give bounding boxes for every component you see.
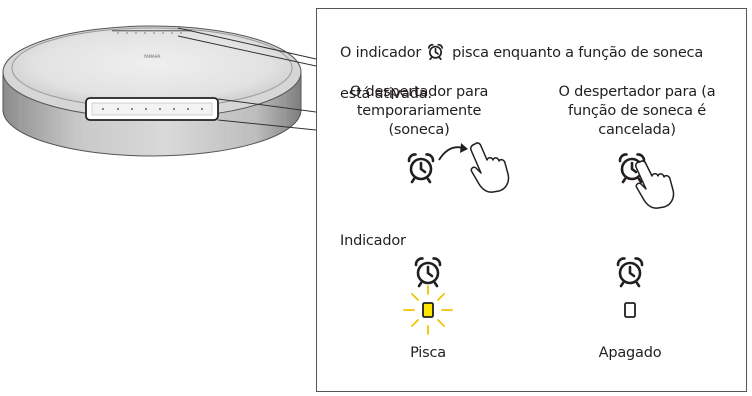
indicator-off-icon — [624, 302, 636, 318]
intro-after-icon: pisca enquanto a função de soneca — [452, 45, 704, 61]
snooze-illustration — [407, 142, 510, 193]
brand-logo: YAMAHA — [143, 54, 161, 59]
intro-before-icon: O indicador — [340, 45, 422, 61]
top-indicator-row — [112, 30, 192, 34]
pressing-hand-icon — [635, 160, 675, 209]
intro-text: O indicador pisca enquanto a função de so… — [340, 24, 740, 104]
alarm-clock-icon — [407, 153, 435, 184]
blinking-indicator-illustration — [403, 257, 453, 335]
blink-rays — [403, 285, 453, 335]
curved-arrow-icon — [438, 143, 468, 161]
callout-lines — [177, 27, 317, 131]
explanation-panel — [316, 8, 747, 392]
tapping-hand-icon — [470, 142, 510, 193]
blinking-label: Pisca — [410, 345, 446, 361]
cancel-caption: O despertador para (a função de soneca é… — [558, 84, 716, 138]
indicator-heading: Indicador — [340, 233, 406, 249]
alarm-clock-icon — [414, 257, 442, 288]
alarm-clock-icon — [616, 257, 644, 288]
indicator-lit-icon — [422, 302, 434, 318]
off-label: Apagado — [598, 345, 662, 361]
alarm-clock-icon — [427, 43, 444, 66]
cancel-illustration — [618, 153, 675, 209]
alarm-clock-icon — [618, 153, 646, 184]
off-indicator-illustration — [616, 257, 644, 318]
snooze-caption: O despertador para temporariamente (sone… — [349, 84, 489, 138]
intro-line2: está ativada. — [340, 86, 432, 102]
